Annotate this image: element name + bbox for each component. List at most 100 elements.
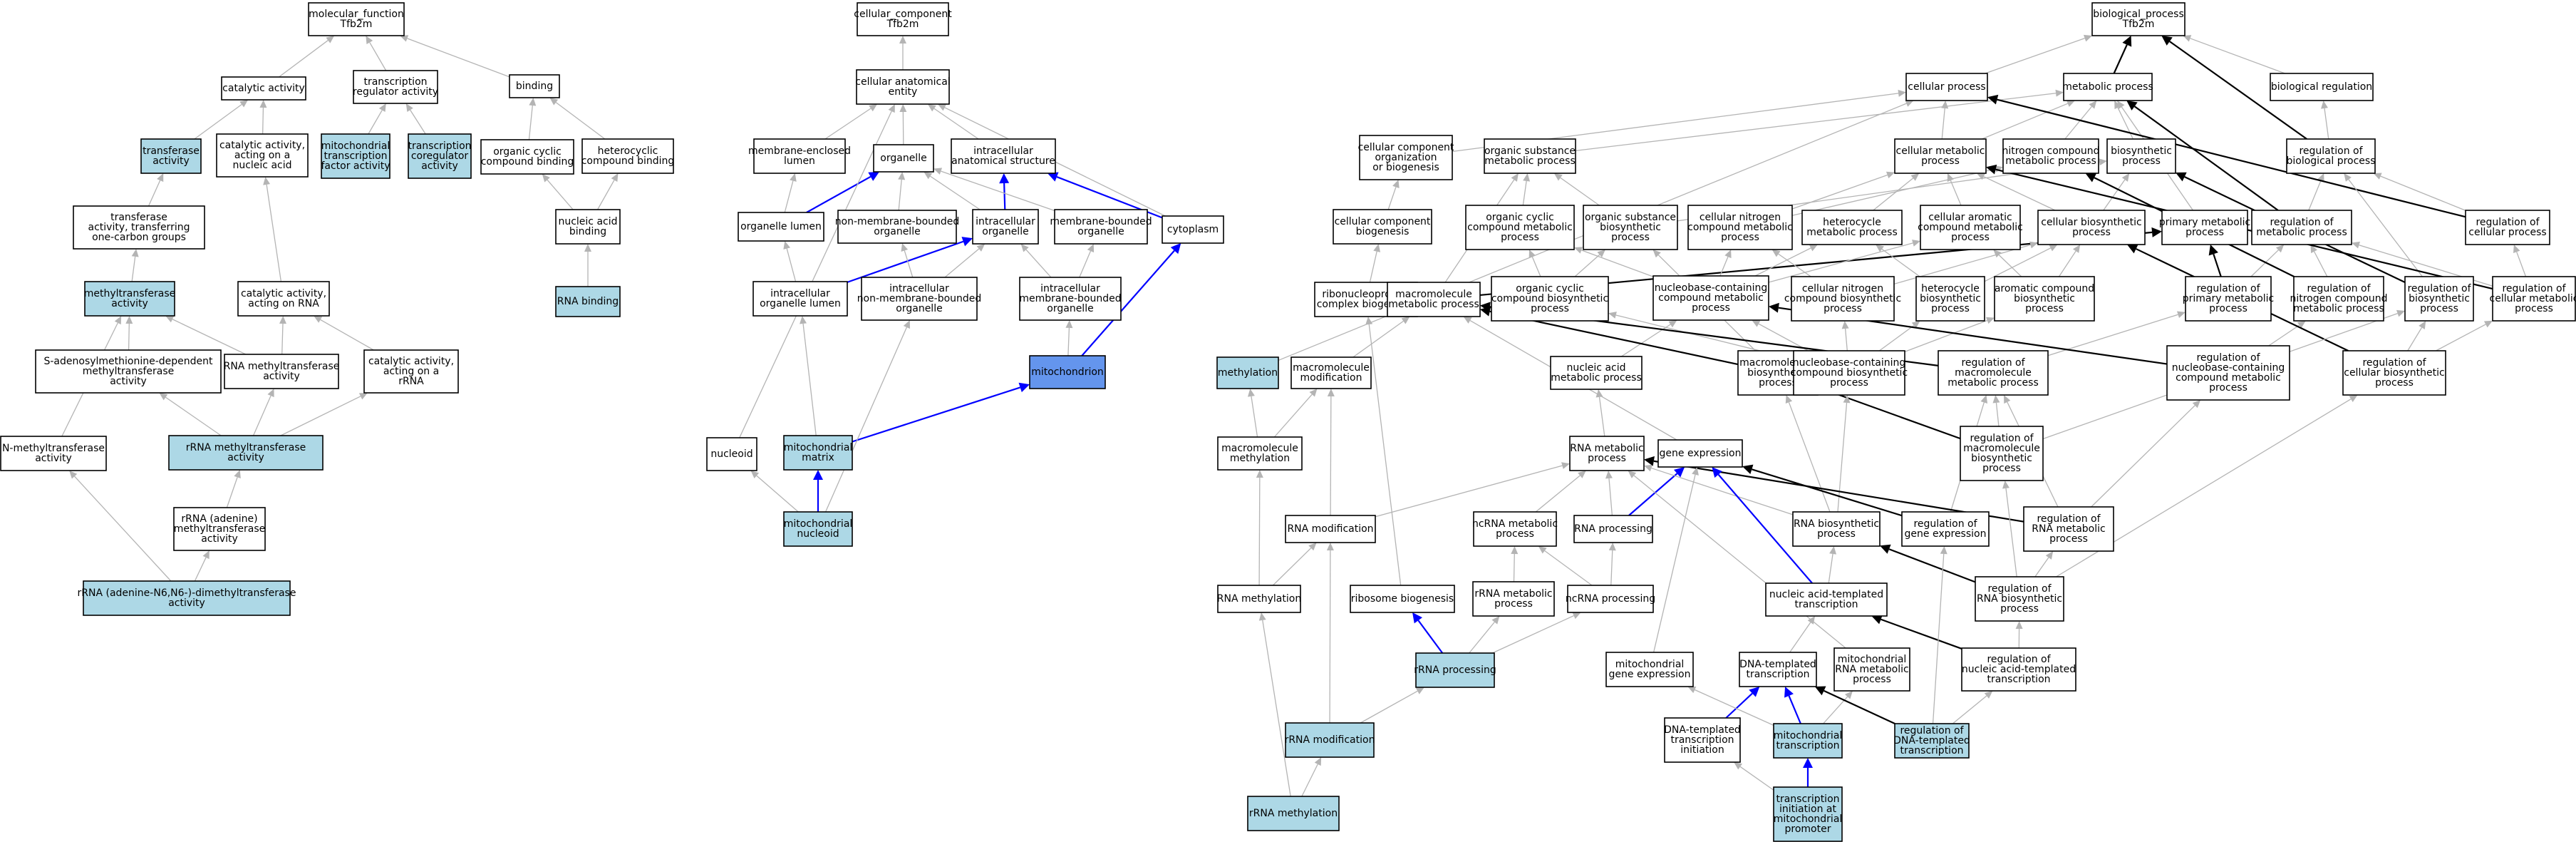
go-term-rmbsp[interactable]: regulation ofmacromoleculebiosyntheticpr… — [1960, 426, 2044, 481]
go-term-methylation[interactable]: methylation — [1216, 356, 1279, 389]
go-term-rnamod[interactable]: RNA modification — [1285, 515, 1376, 543]
go-term-cytoplasm[interactable]: cytoplasm — [1162, 215, 1224, 244]
go-term-sam[interactable]: S-adenosylmethionine-dependentmethyltran… — [35, 349, 222, 394]
go-term-rrnadimt[interactable]: rRNA (adenine-N6,N6-)-dimethyltransferas… — [78, 580, 296, 616]
go-term-rnaproc[interactable]: RNA processing — [1573, 515, 1653, 543]
go-term-bioreg[interactable]: biological regulation — [2270, 73, 2374, 101]
go-term-organelle[interactable]: organelle — [873, 144, 934, 173]
go-term-inmbo[interactable]: intracellularnon-membrane-boundedorganel… — [857, 277, 982, 321]
go-term-rnbcmp[interactable]: regulation ofnucleobase-containingcompou… — [2166, 345, 2290, 401]
go-term-rrnameth[interactable]: rRNA methylation — [1247, 796, 1340, 831]
go-term-cellproc[interactable]: cellular process — [1905, 73, 1988, 101]
go-term-rnameth[interactable]: RNA methylation — [1217, 585, 1301, 613]
go-term-rnabind[interactable]: RNA binding — [555, 286, 621, 317]
go-term-binding[interactable]: binding — [509, 74, 560, 98]
go-term-ncrnaproc[interactable]: ncRNA processing — [1566, 585, 1655, 613]
go-term-metproc[interactable]: metabolic process — [2062, 73, 2153, 101]
go-term-rrnaproc[interactable]: rRNA processing — [1414, 652, 1496, 688]
go-term-ribobio[interactable]: ribosome biogenesis — [1350, 585, 1455, 613]
go-term-nucleoid[interactable]: nucleoid — [706, 437, 757, 471]
go-term-catrna[interactable]: catalytic activity,acting on RNA — [237, 281, 330, 317]
go-term-rrnamod[interactable]: rRNA modification — [1285, 722, 1375, 758]
go-term-genexp[interactable]: gene expression — [1657, 439, 1743, 468]
go-term-orglumen[interactable]: organelle lumen — [738, 212, 824, 242]
go-term-mito[interactable]: mitochondrion — [1029, 355, 1106, 389]
